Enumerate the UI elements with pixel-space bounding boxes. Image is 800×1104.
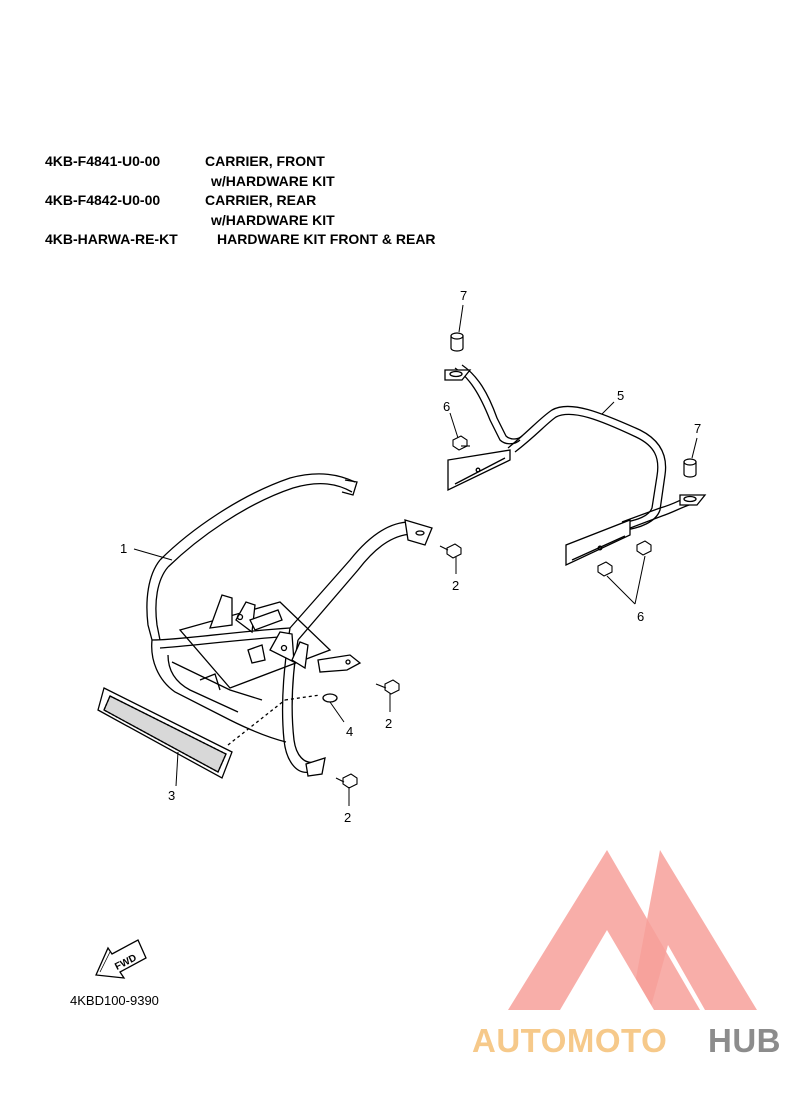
callout-3: 3: [168, 788, 175, 803]
part-note: w/HARDWARE KIT: [211, 211, 335, 228]
callout-5: 5: [617, 388, 624, 403]
part-number: 4KB-F4842-U0-00: [45, 192, 161, 208]
parts-note: w/HARDWARE KIT: [45, 172, 436, 192]
callout-4: 4: [346, 724, 353, 739]
bolt-2-bottom: [335, 773, 358, 789]
forward-arrow-icon: FWD: [95, 939, 147, 979]
bolt-2-middle: [375, 679, 400, 695]
front-carrier: [146, 473, 433, 777]
bolt-6-lower-a: [636, 540, 652, 556]
parts-row: 4KB-F4842-U0-00 CARRIER, REAR: [45, 191, 436, 211]
callout-6-lower: 6: [637, 609, 644, 624]
part-description: HARDWARE KIT FRONT & REAR: [217, 231, 436, 247]
parts-row: 4KB-F4841-U0-00 CARRIER, FRONT: [45, 152, 436, 172]
part-description: CARRIER, REAR: [205, 192, 317, 208]
rubber-cap-right: [683, 458, 697, 478]
diagram-code: 4KBD100-9390: [70, 993, 159, 1008]
callout-2-top: 2: [452, 578, 459, 593]
callouts: 1 2 2 2 3 4 5 6 6 7 7: [120, 288, 701, 825]
leader-lines: [133, 304, 698, 806]
bolt-6-upper: [452, 435, 470, 451]
front-grille: [97, 687, 233, 779]
callout-6-upper: 6: [443, 399, 450, 414]
bolt-2-top: [439, 543, 462, 559]
bolt-6-lower-b: [597, 561, 613, 577]
rear-carrier: [444, 364, 707, 567]
callout-1: 1: [120, 541, 127, 556]
watermark-logo: AUTOMOTO HUB: [472, 850, 781, 1059]
callout-7-right: 7: [694, 421, 701, 436]
part-note: w/HARDWARE KIT: [211, 172, 335, 189]
parts-list: 4KB-F4841-U0-00 CARRIER, FRONT w/HARDWAR…: [45, 152, 436, 250]
part-number: 4KB-F4841-U0-00: [45, 153, 161, 169]
parts-row: 4KB-HARWA-RE-KT HARDWARE KIT FRONT & REA…: [45, 230, 436, 250]
logo-triangle-right: [630, 850, 757, 1010]
logo-text-hub: HUB: [708, 1022, 781, 1059]
callout-2-middle: 2: [385, 716, 392, 731]
part-number: 4KB-HARWA-RE-KT: [45, 231, 178, 247]
callout-7-left: 7: [460, 288, 467, 303]
parts-note: w/HARDWARE KIT: [45, 211, 436, 231]
rubber-cap-left: [450, 332, 464, 352]
part-description: CARRIER, FRONT: [205, 153, 325, 169]
callout-2-bottom: 2: [344, 810, 351, 825]
logo-text-automoto: AUTOMOTO: [472, 1022, 667, 1059]
